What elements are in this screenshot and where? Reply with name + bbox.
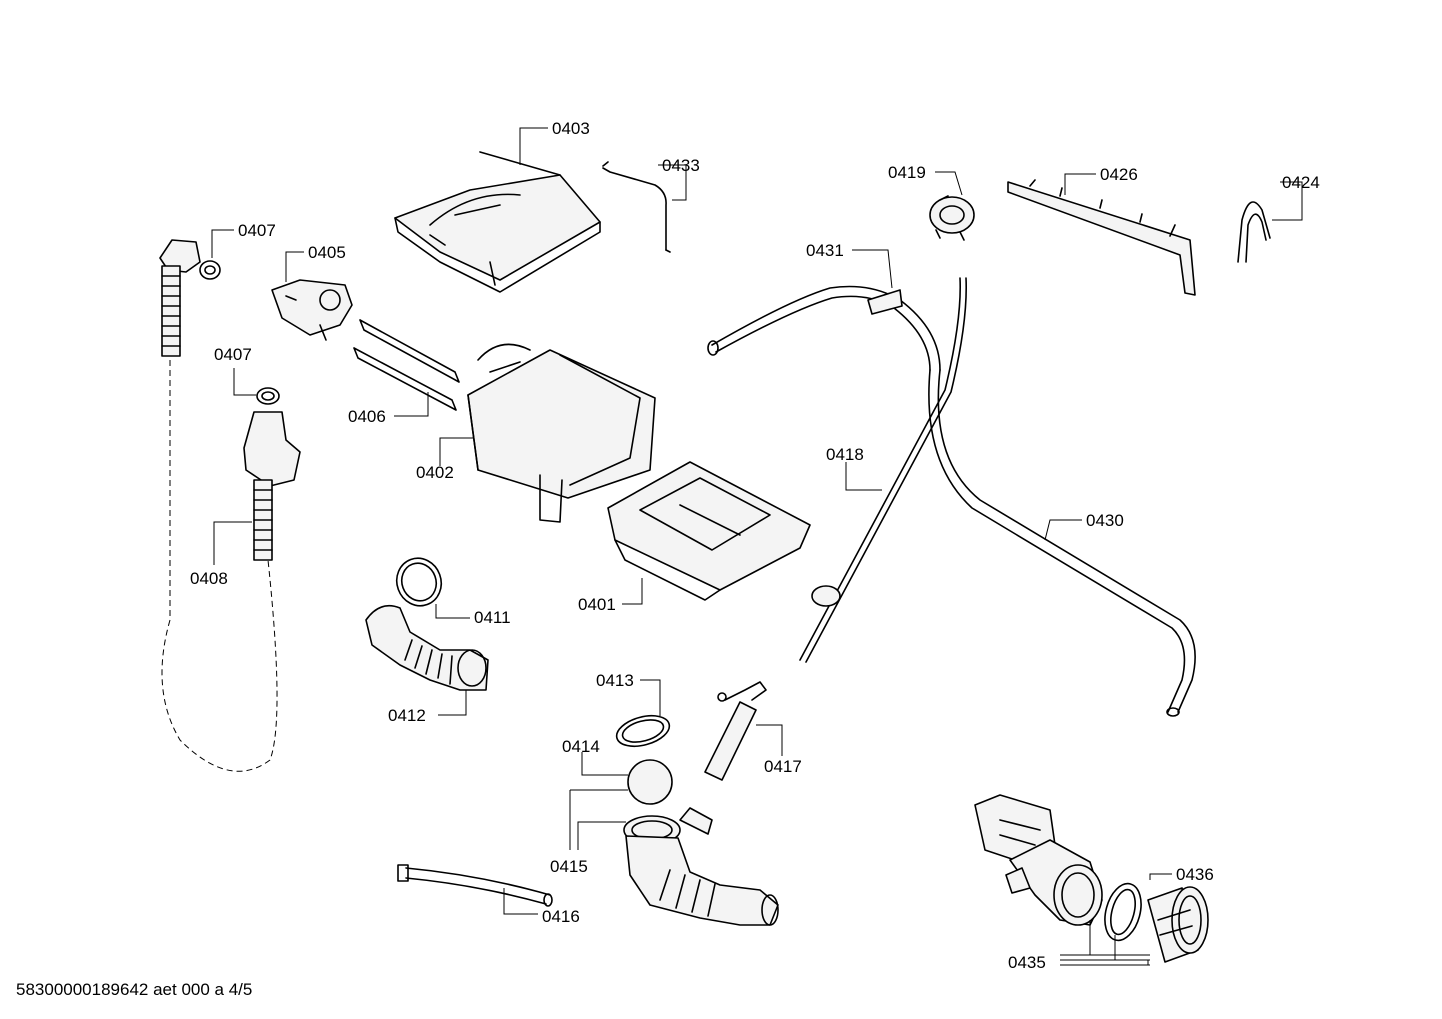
part-0411-ring[interactable] [390, 552, 448, 612]
callout-0416: 0416 [542, 907, 580, 926]
leader-0413 [640, 679, 661, 716]
leader-0406 [394, 392, 429, 417]
callout-0417: 0417 [764, 757, 802, 776]
callout-0412: 0412 [388, 706, 426, 725]
part-0405-inlet-valve[interactable] [271, 279, 353, 341]
callout-0407b: 0407 [214, 345, 252, 364]
part-0402-dispenser-housing[interactable] [467, 343, 656, 523]
part-0433-hose[interactable] [602, 167, 667, 251]
callout-0405: 0405 [308, 243, 346, 262]
leader-0401 [622, 578, 643, 605]
drawing-reference-footer: 58300000189642 aet 000 a 4/5 [16, 980, 253, 999]
leader-0419 [935, 171, 963, 196]
part-0416-hose[interactable] [397, 864, 553, 907]
leader-0416 [503, 888, 538, 915]
part-0412-bellows-hose[interactable] [365, 604, 489, 691]
leader-0430 [1044, 519, 1082, 541]
leader-0403 [519, 127, 548, 165]
part-0413-ring[interactable] [613, 710, 672, 751]
part-0406-tubes[interactable] [353, 319, 460, 411]
callout-0419: 0419 [888, 163, 926, 182]
part-0436-filter[interactable] [1147, 886, 1209, 963]
part-0426-rail[interactable] [1007, 179, 1196, 296]
part-0431-hose[interactable] [707, 285, 941, 371]
callout-0433: 0433 [662, 156, 700, 175]
part-0419-pressure-switch[interactable] [929, 195, 975, 241]
leader-0412 [438, 690, 467, 716]
part-0414-ball[interactable] [627, 759, 673, 805]
leader-0431 [852, 249, 893, 289]
leader-0407a [211, 229, 234, 258]
leader-0405 [285, 251, 304, 282]
callout-0430: 0430 [1086, 511, 1124, 530]
leader-0424 [1272, 181, 1303, 221]
leader-0435 [1060, 920, 1150, 966]
leader-0436 [1149, 873, 1172, 880]
callout-0407a: 0407 [238, 221, 276, 240]
leader-0426 [1064, 173, 1096, 195]
part-0436-seal[interactable] [1099, 880, 1147, 945]
part-inlet-hose-top[interactable] [159, 239, 201, 357]
callout-0435: 0435 [1008, 953, 1046, 972]
leader-0418 [845, 462, 882, 491]
leader-0414 [581, 752, 628, 776]
callout-0408: 0408 [190, 569, 228, 588]
part-0401-drawer[interactable] [607, 461, 811, 601]
leader-0402 [439, 437, 474, 466]
part-0418-rod[interactable] [799, 277, 968, 663]
leader-0408 [213, 521, 252, 565]
part-0415-sump-hose[interactable] [623, 807, 779, 926]
callout-0403: 0403 [552, 119, 590, 138]
part-0408-elbow-hose[interactable] [243, 411, 301, 561]
callout-0414: 0414 [562, 737, 600, 756]
callout-0436: 0436 [1176, 865, 1214, 884]
part-0403-cover[interactable] [394, 151, 601, 293]
callout-0402: 0402 [416, 463, 454, 482]
callout-0426: 0426 [1100, 165, 1138, 184]
part-0424-clip[interactable] [1237, 201, 1271, 263]
leader-0417 [756, 724, 783, 756]
part-0435-drain-pump[interactable] [974, 794, 1103, 926]
callout-0406: 0406 [348, 407, 386, 426]
part-0407-seal-top[interactable] [199, 260, 221, 280]
callout-0431: 0431 [806, 241, 844, 260]
leader-0411 [435, 604, 470, 619]
leader-0407b [233, 368, 256, 396]
callout-0413: 0413 [596, 671, 634, 690]
part-0430-pipe[interactable] [928, 369, 1196, 717]
callout-0418: 0418 [826, 445, 864, 464]
callout-0411: 0411 [474, 608, 511, 627]
callout-0424: 0424 [1282, 173, 1320, 192]
part-0417-pipe[interactable] [704, 681, 767, 781]
part-0407-seal-lower[interactable] [256, 387, 280, 405]
callout-0415: 0415 [550, 857, 588, 876]
leader-0415 [569, 789, 628, 850]
leader-0433 [658, 164, 687, 201]
callout-0401: 0401 [578, 595, 616, 614]
hose-dashed-loop [161, 360, 278, 772]
